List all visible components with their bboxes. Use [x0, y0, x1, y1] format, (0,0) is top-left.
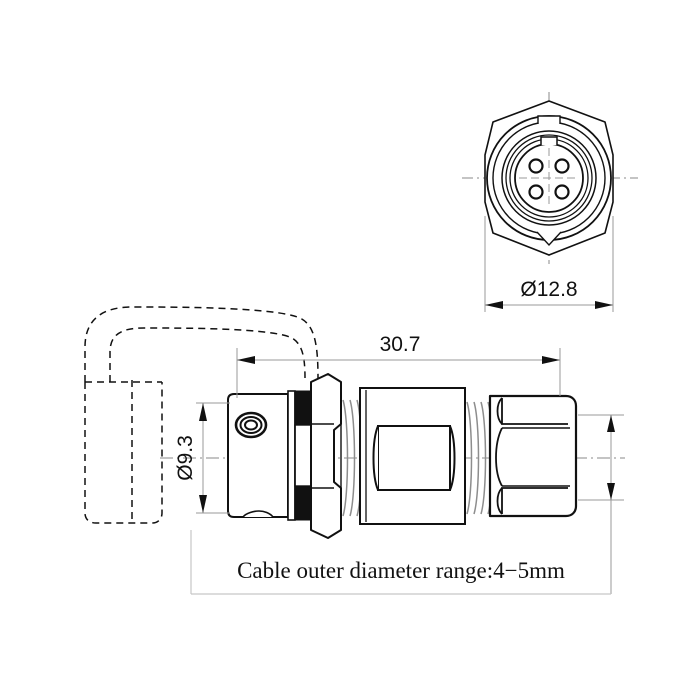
front-key-tab-bottom: [536, 231, 562, 247]
front-keyway-notch: [540, 136, 558, 145]
hex-flange: [310, 373, 342, 539]
pin-1: [528, 158, 544, 174]
side-diameter-label: Ø9.3: [174, 435, 197, 481]
center-inner-cylinder: [377, 425, 451, 491]
cable-boot-outline: [84, 306, 319, 524]
screw-hole-inner: [244, 419, 258, 431]
pin-4: [554, 184, 570, 200]
arrow-left: [485, 301, 503, 309]
dia-arrow-bottom: [199, 495, 207, 513]
cable-boot-body: [84, 382, 163, 524]
length-arrow-right: [542, 356, 560, 364]
body-collar: [287, 390, 296, 521]
front-diameter-dimension: Ø12.8: [484, 216, 614, 312]
cap-nut-face-left-mid: [495, 427, 503, 487]
front-view: Ø12.8: [462, 92, 638, 312]
panel-body-bump: [242, 510, 274, 518]
right-height-dimension: [578, 414, 624, 594]
length-dimension: 30.7: [236, 333, 561, 398]
right-arrow-top: [607, 415, 615, 432]
caption-text: Cable outer diameter range:4−5mm: [237, 558, 565, 583]
front-pins: [528, 158, 570, 200]
dia-arrow-top: [199, 403, 207, 421]
caption-frame: Cable outer diameter range:4−5mm: [190, 530, 611, 595]
front-pin-crosshair: [519, 148, 579, 208]
panel-body: [227, 393, 289, 518]
cable-loop-outer: [84, 306, 319, 382]
right-arrow-bottom: [607, 483, 615, 500]
center-inner-cyl-right-arc: [449, 425, 456, 491]
screw-hole: [234, 411, 268, 439]
o-ring-band-bottom: [294, 485, 312, 521]
front-key-tab-top: [537, 115, 561, 124]
length-label: 30.7: [380, 333, 421, 356]
o-ring-band-middle: [294, 424, 312, 487]
cap-nut-face-left-top: [496, 397, 503, 425]
cap-nut-face-left-bottom: [496, 487, 503, 515]
o-ring-band-top: [294, 390, 312, 426]
diameter-dimension-side: Ø9.3: [174, 402, 230, 514]
arrow-right: [595, 301, 613, 309]
length-arrow-left: [237, 356, 255, 364]
center-inner-cyl-left-arc: [372, 425, 379, 491]
pin-2: [554, 158, 570, 174]
cable-loop-inner: [109, 327, 306, 382]
front-diameter-label: Ø12.8: [520, 278, 577, 301]
side-view: 30.7 Ø9.3: [84, 306, 625, 594]
pin-3: [528, 184, 544, 200]
